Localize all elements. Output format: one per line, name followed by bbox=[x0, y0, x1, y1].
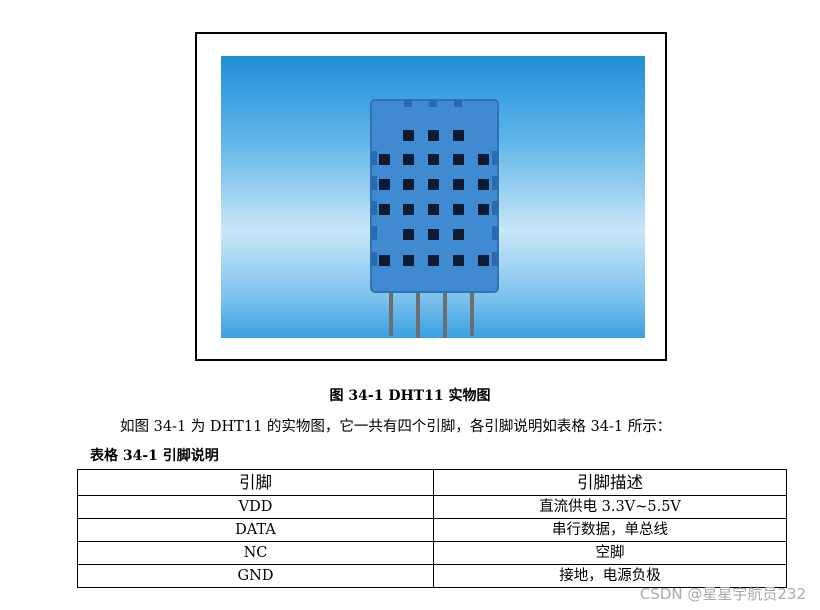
pin-name: DATA bbox=[77, 518, 434, 542]
sensor-body bbox=[371, 100, 498, 292]
pin-name: NC bbox=[77, 541, 434, 565]
header-pin: 引脚 bbox=[77, 469, 434, 496]
table-row: VDD 直流供电 3.3V~5.5V bbox=[77, 495, 787, 519]
pin-description: 直流供电 3.3V~5.5V bbox=[433, 495, 787, 519]
sensor-vent-holes bbox=[379, 130, 489, 266]
pin-name: VDD bbox=[77, 495, 434, 519]
body-paragraph: 如图 34-1 为 DHT11 的实物图，它一共有四个引脚，各引脚说明如表格 3… bbox=[120, 419, 672, 435]
table-header-row: 引脚 引脚描述 bbox=[77, 469, 787, 496]
dht11-sensor-illustration bbox=[370, 99, 499, 338]
dht11-sensor-photo bbox=[221, 56, 645, 338]
table-title: 表格 34-1 引脚说明 bbox=[90, 448, 219, 464]
header-pin-description: 引脚描述 bbox=[433, 469, 787, 496]
pin-description: 接地，电源负极 bbox=[433, 564, 787, 588]
pin-name: GND bbox=[77, 564, 434, 588]
sensor-pins bbox=[389, 286, 474, 338]
pin-description: 串行数据，单总线 bbox=[433, 518, 787, 542]
table-row: DATA 串行数据，单总线 bbox=[77, 518, 787, 542]
figure-caption: 图 34-1 DHT11 实物图 bbox=[329, 388, 491, 404]
table-row: GND 接地，电源负极 bbox=[77, 564, 787, 588]
pin-description-table: 引脚 引脚描述 VDD 直流供电 3.3V~5.5V DATA 串行数据，单总线… bbox=[77, 469, 787, 588]
csdn-watermark: CSDN @星星宇航员232 bbox=[639, 585, 806, 603]
pin-description: 空脚 bbox=[433, 541, 787, 565]
figure-frame bbox=[195, 32, 667, 361]
table-row: NC 空脚 bbox=[77, 541, 787, 565]
